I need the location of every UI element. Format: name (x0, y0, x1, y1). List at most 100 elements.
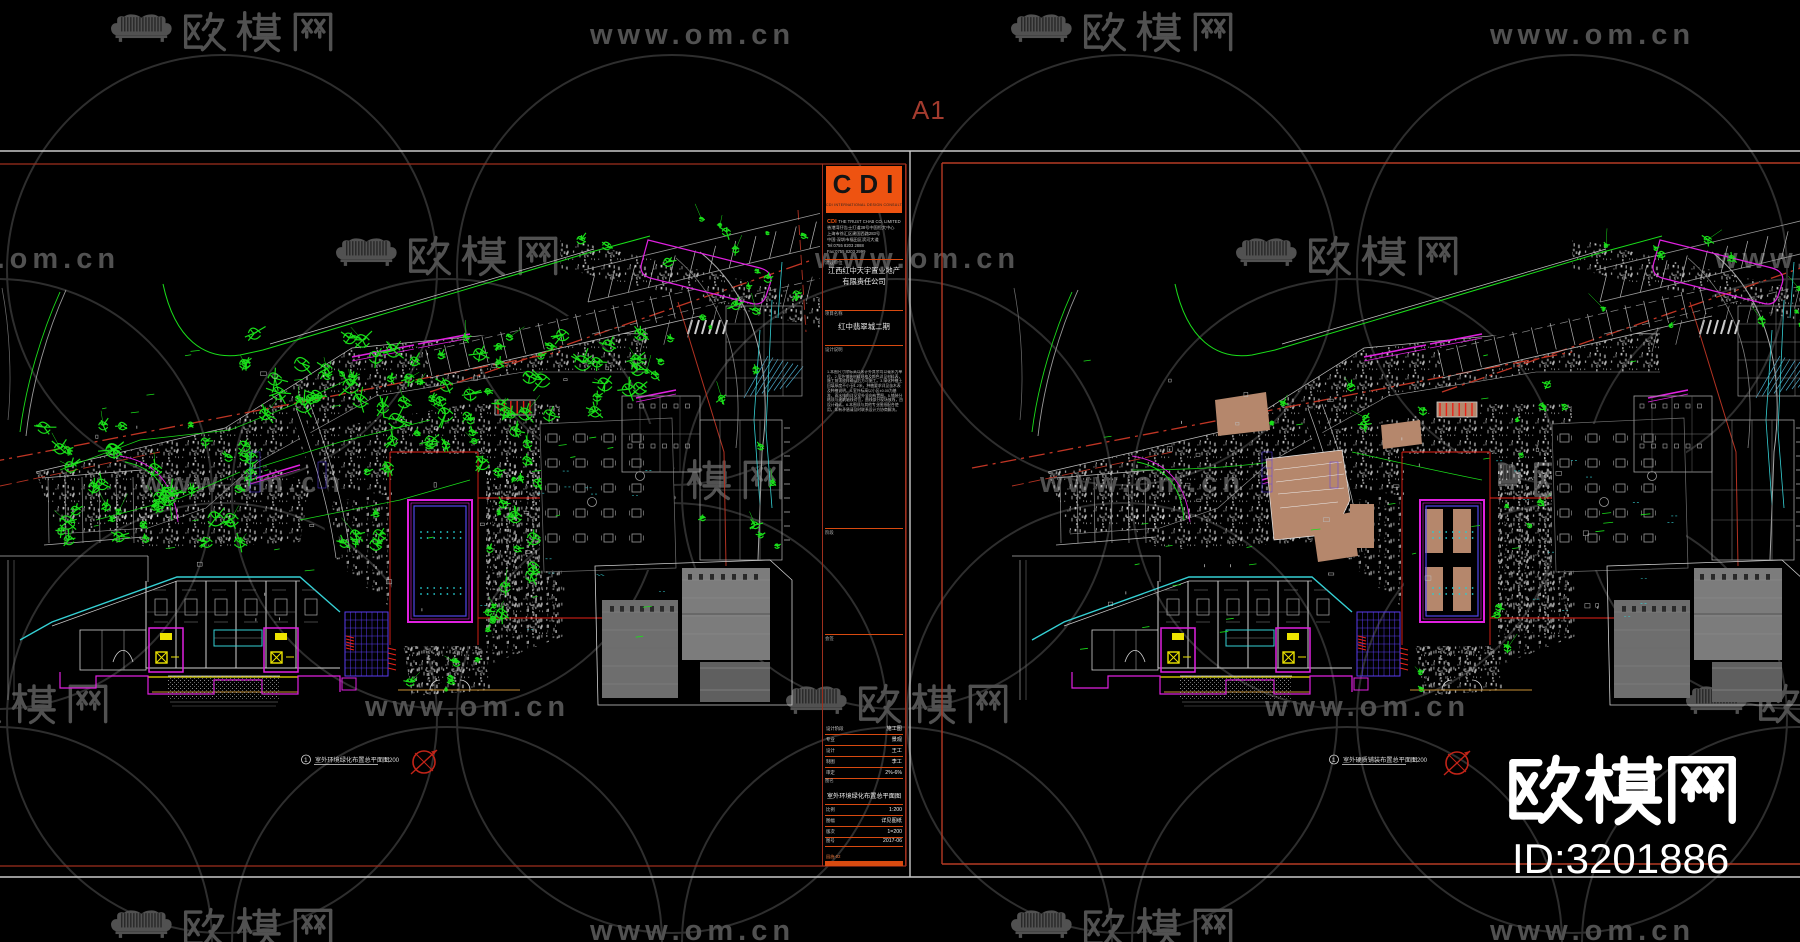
svg-text:1: 1 (304, 757, 308, 764)
cjk-glyph (236, 10, 281, 53)
firm-info-line: Tel:0755 8203 2888 (827, 243, 864, 248)
field-value: 1:200 (889, 807, 902, 813)
title-block-field-row: 版次 1=200 (825, 827, 903, 838)
cjk-glyph (1136, 906, 1181, 942)
site-name-glyphs: 欧模网 (1509, 753, 1736, 826)
design-notes: 1.本图尺寸除标高以米计外其余均以毫米为单位。2.室外铺装材料规格及颜色详见材料… (827, 370, 903, 412)
client-name-line1: 江西红中天宇置业地产 (828, 266, 900, 275)
watermark-circle (1581, 726, 1800, 942)
client-name: 江西红中天宇置业地产 有限责任公司 (825, 265, 903, 287)
notes-label: 设计说明 (825, 347, 843, 352)
sheet-no-label: 图号 (826, 838, 835, 843)
watermark-brand (336, 234, 558, 277)
title-block: CDI CDI INTERNATIONAL DESIGN CONSULTANTS… (822, 164, 906, 866)
field-label: 专业 (826, 737, 835, 742)
svg-text:室外硬质铺装布置总平面图: 室外硬质铺装布置总平面图 (1343, 756, 1417, 764)
drawing-title: 室外环境绿化布置总平面图 (826, 793, 902, 800)
sofa-icon (1236, 238, 1297, 266)
divider (825, 528, 903, 529)
cdi-logo-text: CDI (832, 169, 902, 199)
title-block-field-row: 制图李工 (825, 757, 903, 768)
divider (825, 310, 903, 311)
cjk-glyph (11, 682, 56, 725)
field-label: 图幅 (826, 818, 835, 823)
firm-info-line: CDI THE TRUST CHAB CO. LIMITED (827, 219, 901, 225)
cjk-glyph (1136, 10, 1181, 53)
divider (825, 259, 903, 260)
title-block-field-row: 比例 1:200 (825, 805, 903, 816)
field-label: 制图 (826, 759, 835, 764)
field-value: 施工图 (886, 726, 902, 732)
watermark-url: www.om.cn (364, 691, 570, 723)
date-row: 图号 2017-06 (825, 836, 903, 847)
sheet-left-landscape-plan (0, 203, 820, 707)
title-block-field-row: 设计阶段 施工图 (825, 724, 903, 735)
svg-text:室外环境绿化布置总平面图: 室外环境绿化布置总平面图 (315, 756, 389, 764)
cjk-glyph (1668, 756, 1736, 824)
cdi-logo-subtext: CDI INTERNATIONAL DESIGN CONSULTANTS LTD (826, 203, 902, 207)
field-label: 设计阶段 (826, 726, 844, 731)
watermark-brand (1011, 906, 1233, 942)
divider (825, 634, 903, 635)
divider (825, 345, 903, 346)
sofa-icon (111, 14, 172, 42)
svg-text:1:200: 1:200 (1412, 758, 1428, 764)
sofa-icon (336, 238, 397, 266)
cdi-logo: CDI CDI INTERNATIONAL DESIGN CONSULTANTS… (826, 166, 902, 213)
cjk-glyph (1083, 907, 1125, 942)
north-compass (410, 749, 438, 775)
firm-info-line: 香港湾仔告士打道38号中国恒大中心 (827, 225, 895, 230)
cjk-glyph (68, 684, 108, 724)
stage-label: 阶段 (825, 530, 834, 535)
north-compass (1443, 750, 1471, 776)
field-label: 版次 (826, 829, 835, 834)
svg-text:1:200: 1:200 (384, 758, 400, 764)
sheet-frames (0, 150, 1800, 878)
cjk-glyph (858, 683, 902, 724)
watermark-brand (111, 906, 333, 942)
sheet-size-label: A1 (912, 95, 946, 125)
cjk-glyph (1308, 235, 1352, 276)
client-label: 建设单位 (825, 260, 843, 265)
watermark-url: www.om.cn (1489, 19, 1695, 51)
field-value: 王工 (891, 748, 902, 754)
sofa-icon (111, 910, 172, 938)
svg-text:1: 1 (1332, 757, 1336, 764)
field-value: 1=200 (887, 829, 902, 835)
drawing-name-label: 图名 (825, 778, 834, 783)
firm-info-line: 上海市徐汇区建国西路283号 (827, 231, 881, 236)
cjk-glyph (518, 236, 558, 276)
field-table-2: 比例 1:200 图幅 详见图纸版次 1=200 (825, 805, 903, 838)
cjk-glyph (1083, 11, 1127, 52)
cjk-glyph (293, 12, 333, 52)
field-value: 详见图纸 (881, 818, 902, 824)
watermark-circle (681, 726, 1113, 942)
title-block-field-row: 图幅 详见图纸 (825, 816, 903, 827)
title-block-field-row: 设计 王工 (825, 746, 903, 757)
client-name-line2: 有限责任公司 (842, 277, 886, 286)
cjk-glyph (1509, 754, 1583, 824)
watermark-brand (1236, 234, 1458, 277)
sheet-no-value: 园施-02 (826, 854, 841, 859)
sofa-icon (786, 686, 847, 714)
field-label: 设计 (826, 748, 835, 753)
date-value: 2017-06 (882, 838, 902, 844)
field-label: 比例 (826, 807, 835, 812)
cjk-glyph (293, 908, 333, 942)
cjk-glyph (183, 11, 227, 52)
cjk-glyph (1361, 234, 1406, 277)
field-label: 审定 (826, 770, 835, 775)
watermark-brand (0, 682, 108, 725)
watermark-circle (1131, 726, 1563, 942)
firm-info-line: Fax:0755 8203 2999 (827, 249, 866, 254)
cjk-glyph (968, 684, 1008, 724)
cjk-glyph (1193, 908, 1233, 942)
cjk-glyph (236, 906, 281, 942)
